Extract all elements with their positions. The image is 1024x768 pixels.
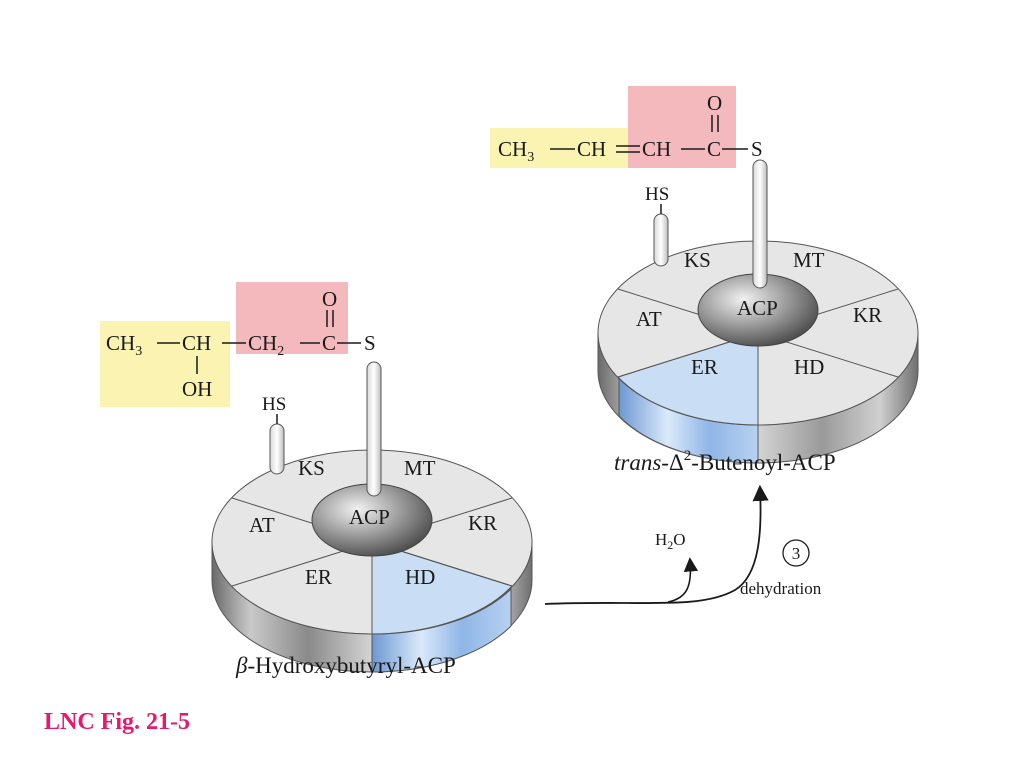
- kr-segment-label: KR: [853, 303, 882, 327]
- ch2-group: CH2: [248, 331, 284, 359]
- er-segment: [617, 332, 759, 426]
- yellow-highlight: [490, 128, 632, 168]
- ks-segment-label: KS: [298, 456, 325, 480]
- mt-segment-label: MT: [404, 456, 436, 480]
- at-segment-label: AT: [636, 307, 662, 331]
- acp-arm: [752, 159, 768, 289]
- ks-thiol-stub: [269, 423, 285, 475]
- er-segment-label: ER: [305, 565, 332, 589]
- sulfur-atom: S: [364, 331, 376, 355]
- ch-group: CH: [182, 331, 211, 355]
- right-complex: CH3 CH CH C S O HS KS MT: [490, 86, 919, 475]
- acp-label: ACP: [349, 505, 390, 529]
- sulfur-atom: S: [751, 137, 763, 161]
- left-complex: CH3 CH CH2 C S O OH: [100, 282, 533, 678]
- oxygen-atom: O: [707, 91, 722, 115]
- figure-label: LNC Fig. 21-5: [44, 709, 190, 735]
- yellow-highlight: [100, 321, 230, 407]
- hd-segment-label: HD: [405, 565, 435, 589]
- left-caption: β-Hydroxybutyryl-ACP: [235, 653, 456, 678]
- water-byproduct: H2O: [655, 530, 686, 552]
- hd-segment-label: HD: [794, 355, 824, 379]
- ks-thiol-stub: [653, 213, 669, 267]
- hs-label: HS: [645, 184, 669, 205]
- reaction-step: H2O 3 dehydration: [544, 484, 822, 605]
- hs-label: HS: [262, 394, 286, 415]
- pink-highlight: [236, 282, 348, 354]
- right-caption: trans-Δ2-Butenoyl-ACP: [614, 448, 836, 475]
- hd-segment: [371, 541, 513, 635]
- step-name: dehydration: [740, 579, 822, 598]
- carbonyl-carbon: C: [322, 331, 336, 355]
- ch3-group: CH3: [106, 331, 142, 359]
- at-segment-label: AT: [249, 513, 275, 537]
- acp-arm: [366, 361, 382, 497]
- step-number: 3: [792, 544, 801, 563]
- hydroxyl-group: OH: [182, 377, 212, 401]
- ks-segment-label: KS: [684, 248, 711, 272]
- water-release-arrow: [667, 557, 699, 603]
- acp-label: ACP: [737, 296, 778, 320]
- kr-segment-label: KR: [468, 511, 497, 535]
- ch-alpha-group: CH: [577, 137, 606, 161]
- carbonyl-carbon: C: [707, 137, 721, 161]
- step-number-badge: [782, 539, 810, 567]
- ch-beta-group: CH: [642, 137, 671, 161]
- oxygen-atom: O: [322, 287, 337, 311]
- ch3-group: CH3: [498, 137, 534, 165]
- reaction-arrow: [544, 484, 769, 605]
- mt-segment-label: MT: [793, 248, 825, 272]
- er-segment-label: ER: [691, 355, 718, 379]
